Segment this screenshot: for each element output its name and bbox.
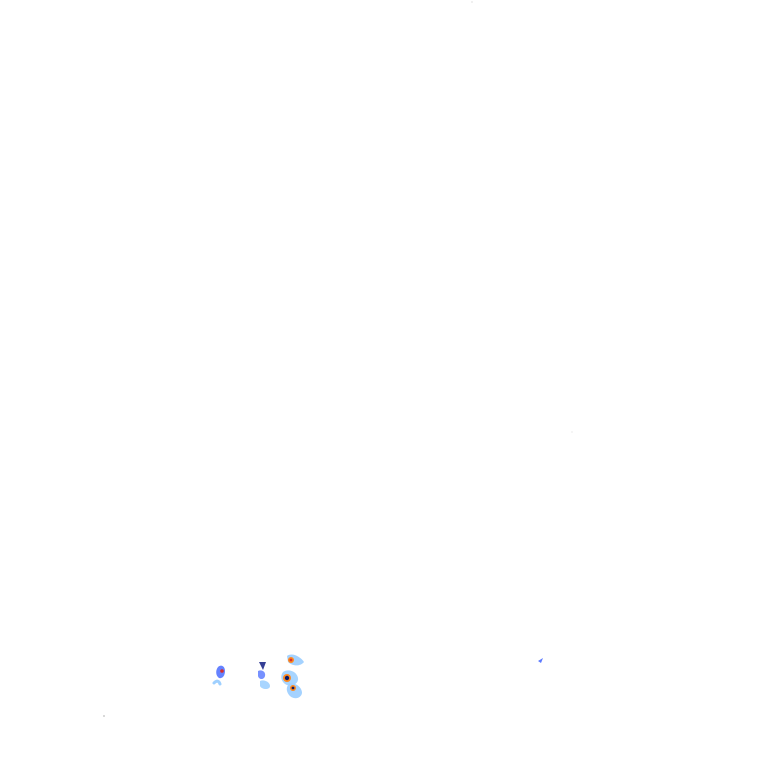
noise-dot <box>571 431 573 433</box>
precipitation-cell-west <box>212 665 225 686</box>
precip-core <box>284 675 290 681</box>
precip-blob <box>258 670 266 679</box>
precipitation-speck-far-east <box>538 658 543 663</box>
precip-speck <box>538 658 543 663</box>
noise-dot <box>103 715 105 717</box>
precip-core <box>291 686 295 690</box>
precipitation-cell-east <box>281 654 304 699</box>
precipitation-cell-center <box>258 662 270 689</box>
precip-core <box>220 669 224 673</box>
precip-blob <box>260 680 270 689</box>
precip-blob <box>259 662 266 670</box>
precip-core <box>289 658 293 662</box>
noise-dot <box>471 1 473 3</box>
noise-specks <box>103 1 573 717</box>
precip-trail <box>212 679 222 686</box>
